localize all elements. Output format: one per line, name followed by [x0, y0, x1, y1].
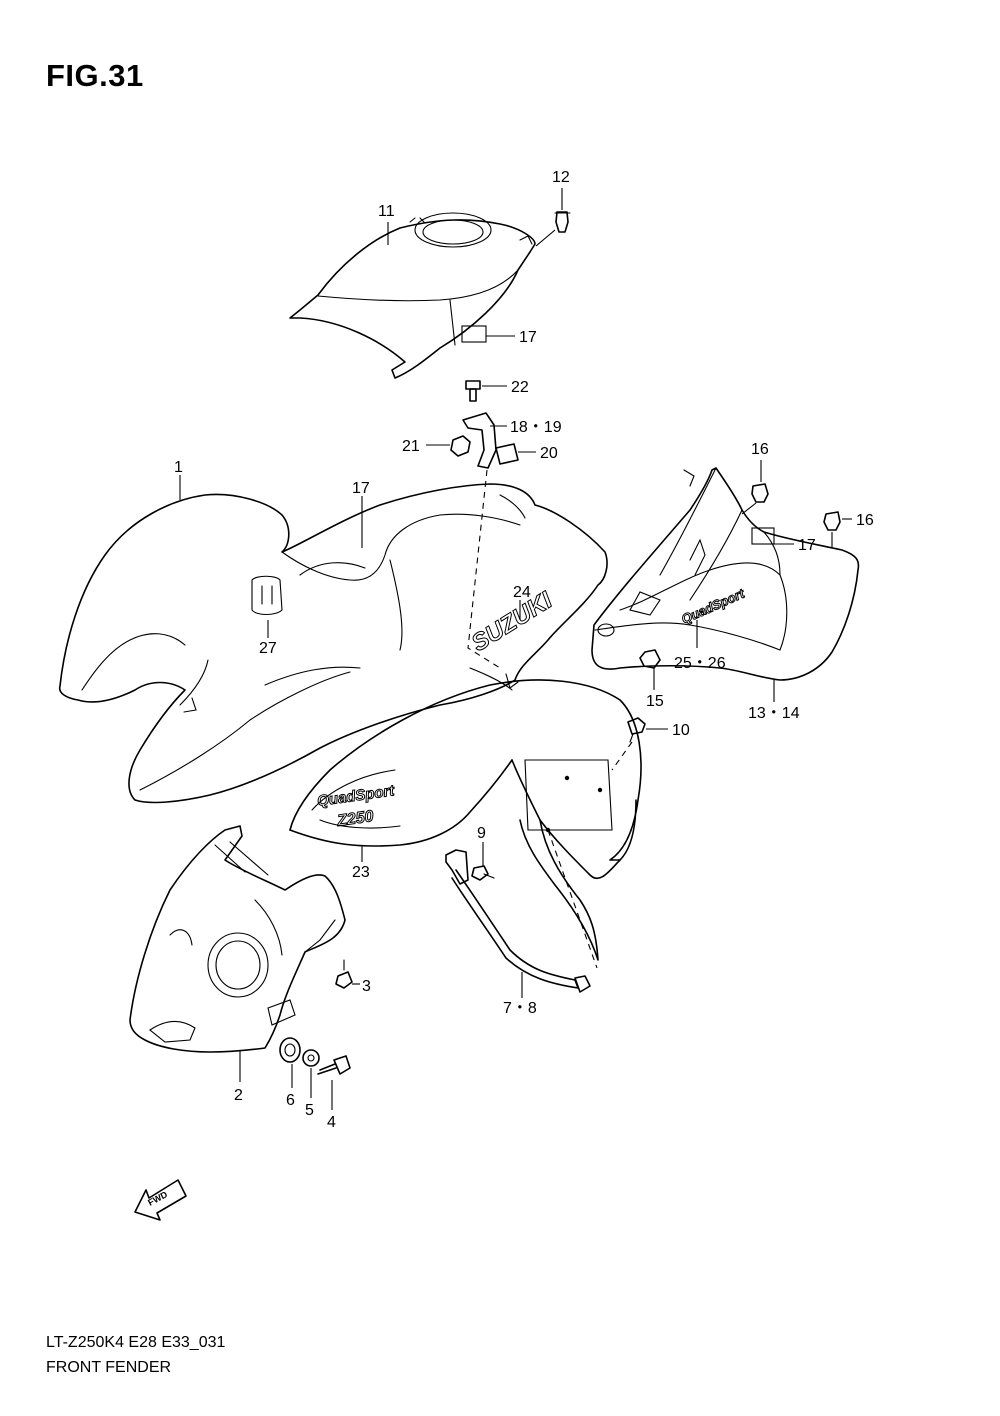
fwd-arrow-icon: FWD [134, 1179, 187, 1221]
side-logo-decal: QuadSport [316, 782, 396, 810]
cushion-20 [495, 443, 519, 465]
callout-24: 24 [513, 584, 531, 601]
callout-20: 20 [540, 445, 558, 462]
callout-17-cover: 17 [798, 537, 816, 554]
grommet-6 [279, 1037, 301, 1063]
inner-fender-part [129, 825, 346, 1053]
callout-18-19: 18・19 [510, 419, 562, 436]
callout-17-panel: 17 [519, 329, 537, 346]
push-rivet-16b [823, 511, 841, 531]
screw-3 [335, 959, 353, 989]
front-fender-body-part: SUZUKI [58, 483, 608, 804]
callout-16-upper: 16 [751, 441, 769, 458]
center-panel-part [289, 212, 536, 379]
callout-15: 15 [646, 693, 664, 710]
model-code: LT-Z250K4 E28 E33_031 [46, 1334, 226, 1351]
push-rivet-16a [751, 483, 769, 503]
callout-16-right: 16 [856, 512, 874, 529]
callout-13-14: 13・14 [748, 705, 800, 722]
callout-5: 5 [305, 1102, 314, 1119]
callout-7-8: 7・8 [503, 1000, 537, 1017]
callout-labels: 1 2 3 4 5 6 7・8 9 10 11 12 13・14 15 16 1… [174, 169, 874, 1131]
callout-9: 9 [477, 825, 486, 842]
nut-21 [450, 435, 471, 457]
callout-21: 21 [402, 438, 420, 455]
callout-23: 23 [352, 864, 370, 881]
section-name: FRONT FENDER [46, 1359, 172, 1376]
callout-1: 1 [174, 459, 183, 476]
bolt-9 [471, 865, 495, 881]
side-logo-model-decal: Z250 [335, 808, 375, 830]
fwd-arrow-label: FWD [146, 1189, 169, 1208]
callout-17-body: 17 [352, 480, 370, 497]
bolt-22 [465, 380, 481, 402]
callout-27: 27 [259, 640, 277, 657]
diagram-footer: LT-Z250K4 E28 E33_031 FRONT FENDER [46, 1330, 225, 1380]
small-logo-decal: QuadSport [679, 585, 747, 626]
callout-4: 4 [327, 1114, 336, 1131]
callout-25-26: 25・26 [674, 655, 726, 672]
callout-10: 10 [672, 722, 690, 739]
front-fender-lower-section: QuadSport Z250 [289, 679, 642, 961]
callout-22: 22 [511, 379, 529, 396]
callout-6: 6 [286, 1092, 295, 1109]
bolt-4 [317, 1055, 351, 1075]
bracket-18-19 [462, 412, 497, 469]
washer-5 [302, 1049, 320, 1067]
bolt-10 [627, 717, 646, 743]
callout-11: 11 [378, 203, 395, 220]
callout-2: 2 [234, 1087, 243, 1104]
brace-rod-7-8 [445, 849, 591, 993]
callout-12: 12 [552, 169, 570, 186]
push-rivet-12 [554, 211, 571, 233]
figure-title: FIG.31 [46, 58, 144, 93]
side-cover-part: QuadSport [591, 467, 860, 681]
callout-3: 3 [362, 978, 371, 995]
